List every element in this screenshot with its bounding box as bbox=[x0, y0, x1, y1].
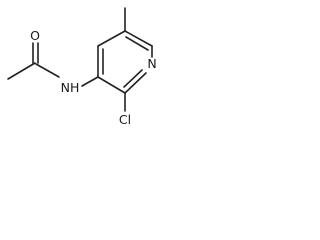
bond-ring-n1-c2-inner bbox=[123, 69, 143, 88]
ring-nitrogen-label: N bbox=[147, 56, 156, 71]
chlorine-label: Cl bbox=[119, 112, 131, 127]
bond-ring-c5-c6 bbox=[124, 30, 153, 47]
bond-ring-c4-c5 bbox=[97, 30, 126, 47]
bond-ring-c5-c6-inner bbox=[125, 36, 149, 51]
oxygen-label: O bbox=[30, 28, 40, 43]
bond-ring-c2-c3 bbox=[97, 76, 126, 94]
chemical-structure-diagram: O NH N Cl bbox=[7, 7, 157, 127]
bond-carbonyl-amide-nitrogen bbox=[35, 63, 60, 78]
bond-ring-n1-c2 bbox=[124, 72, 147, 94]
bond-amide-nitrogen-ring bbox=[81, 76, 99, 87]
amide-nitrogen-label: NH bbox=[61, 80, 80, 95]
bond-methyl-carbonyl bbox=[7, 62, 36, 80]
